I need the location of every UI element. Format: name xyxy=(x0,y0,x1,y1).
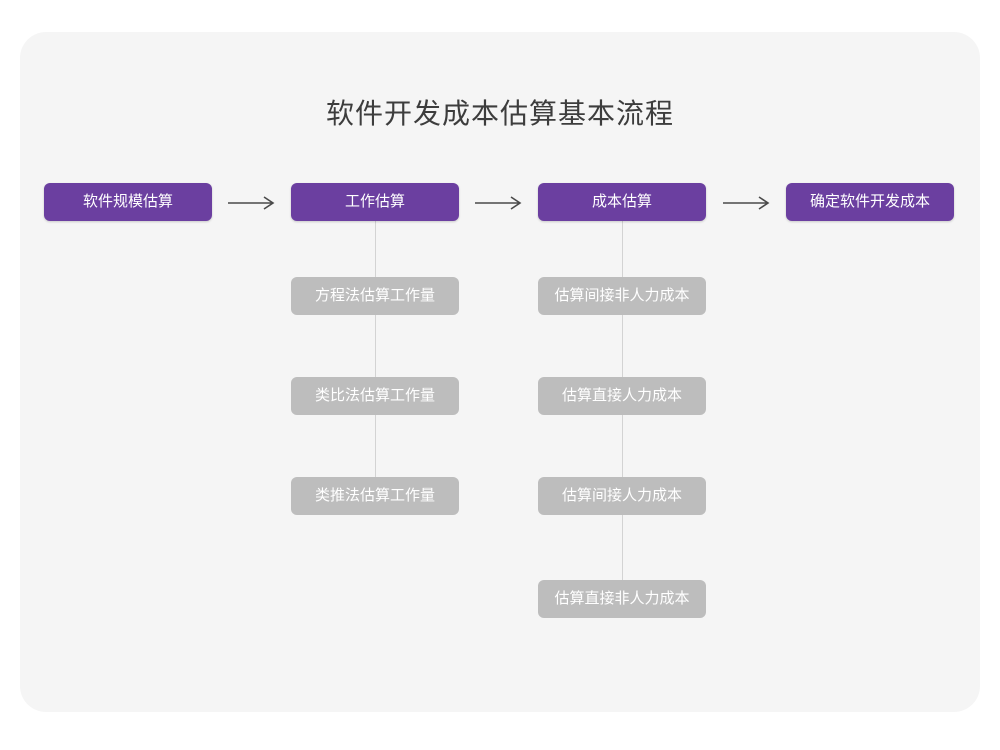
branch-item-label: 类推法估算工作量 xyxy=(314,487,435,504)
branch-item-equation-method[interactable]: 方程法估算工作量 xyxy=(291,277,459,315)
branch-item-label: 方程法估算工作量 xyxy=(314,287,435,304)
branch-item-inference-method[interactable]: 类推法估算工作量 xyxy=(291,477,459,515)
page-title: 软件开发成本估算基本流程 xyxy=(325,98,674,129)
flow-step-cost-estimation[interactable]: 成本估算 xyxy=(538,183,706,221)
branch-item-indirect-labor-cost[interactable]: 估算间接人力成本 xyxy=(538,477,706,515)
flow-step-label: 成本估算 xyxy=(591,193,652,210)
right-arrow-icon xyxy=(721,193,773,213)
flow-step-label: 工作估算 xyxy=(344,193,405,210)
branch-item-direct-labor-cost[interactable]: 估算直接人力成本 xyxy=(538,377,706,415)
branch-item-analogy-method[interactable]: 类比法估算工作量 xyxy=(291,377,459,415)
flow-step-software-size-estimation[interactable]: 软件规模估算 xyxy=(44,183,212,221)
right-arrow-icon xyxy=(473,193,525,213)
branch-item-label: 估算间接非人力成本 xyxy=(554,287,690,304)
right-arrow-icon xyxy=(226,193,278,213)
branch-item-label: 估算间接人力成本 xyxy=(561,487,682,504)
flow-step-label: 软件规模估算 xyxy=(82,193,173,210)
diagram-card xyxy=(20,32,980,712)
flow-step-label: 确定软件开发成本 xyxy=(809,193,930,210)
flow-step-determine-development-cost[interactable]: 确定软件开发成本 xyxy=(786,183,954,221)
flow-step-work-estimation[interactable]: 工作估算 xyxy=(291,183,459,221)
branch-item-label: 估算直接人力成本 xyxy=(561,387,682,404)
branch-item-label: 类比法估算工作量 xyxy=(314,387,435,404)
branch-item-indirect-nonlabor-cost[interactable]: 估算间接非人力成本 xyxy=(538,277,706,315)
connector-col2-seg1 xyxy=(375,212,376,478)
branch-item-direct-nonlabor-cost[interactable]: 估算直接非人力成本 xyxy=(538,580,706,618)
branch-item-label: 估算直接非人力成本 xyxy=(554,590,690,607)
